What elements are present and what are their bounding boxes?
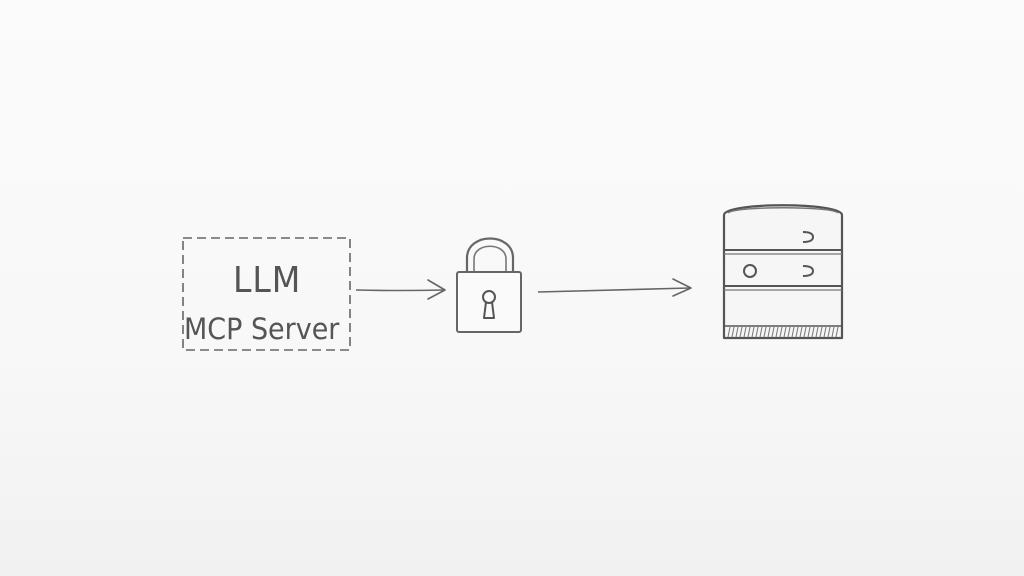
database-server-icon [722, 204, 844, 340]
padlock-icon [456, 237, 522, 333]
arrow-box-to-lock [355, 279, 446, 300]
arrow-lock-to-server [537, 278, 692, 297]
box-label-llm: LLM [233, 260, 302, 301]
box-label-mcp-server: MCP Server [184, 312, 340, 346]
